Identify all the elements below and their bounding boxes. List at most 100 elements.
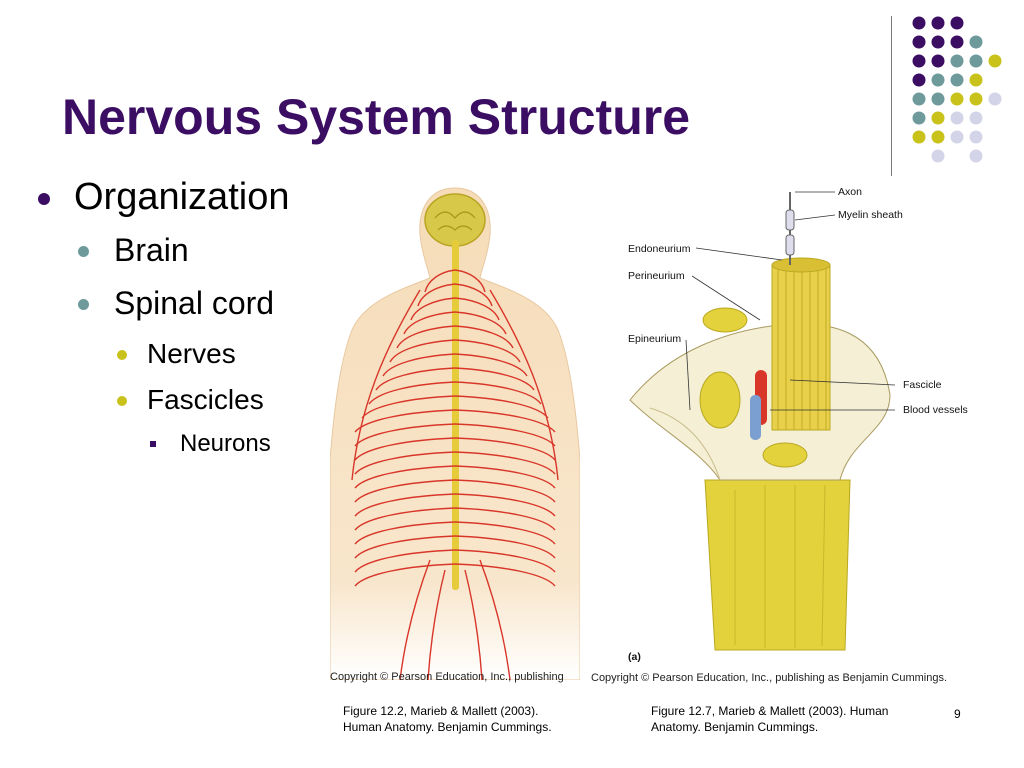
spinal-nerve: [454, 465, 556, 489]
decorative-dot: [950, 16, 964, 30]
spinal-nerve: [354, 465, 456, 489]
bullet-marker: [78, 246, 89, 257]
decorative-dot: [912, 54, 926, 68]
spinal-nerve: [454, 479, 556, 503]
bullet-list: Organization Brain Spinal cord Nerves Fa…: [0, 0, 330, 480]
bullet-fascicles: Fascicles: [117, 384, 264, 416]
bullet-marker: [117, 396, 127, 406]
bullet-text: Fascicles: [147, 384, 264, 415]
decorative-dot: [950, 54, 964, 68]
spinal-nerve: [354, 563, 456, 587]
decorative-dot: [912, 73, 926, 87]
right-figure-copyright: Copyright © Pearson Education, Inc., pub…: [591, 672, 948, 684]
decorative-dot: [969, 149, 983, 163]
caption-line: Figure 12.7, Marieb & Mallett (2003). Hu…: [651, 704, 889, 718]
spinal-nerve: [354, 507, 456, 531]
label-panel-a: (a): [628, 651, 641, 663]
label-axon: Axon: [838, 186, 862, 198]
spinal-nerve: [354, 521, 456, 545]
spinal-nerve: [454, 535, 556, 559]
decorative-dot: [912, 111, 926, 125]
spinal-nerve: [454, 367, 535, 391]
spinal-nerve: [354, 549, 456, 573]
spinal-nerve: [354, 493, 456, 517]
spinal-nerve: [454, 297, 500, 321]
bullet-text: Spinal cord: [114, 285, 275, 321]
caption-line: Figure 12.2, Marieb & Mallett (2003).: [343, 704, 539, 718]
decorative-dot: [969, 35, 983, 49]
decorative-dot: [912, 16, 926, 30]
spinal-nerve: [354, 451, 456, 475]
bullet-brain: Brain: [78, 232, 189, 269]
spinal-nerve: [454, 311, 507, 335]
label-myelin-sheath: Myelin sheath: [838, 209, 903, 221]
spinal-nerve: [454, 353, 528, 377]
decorative-dot: [969, 54, 983, 68]
nerve-structure-figure: Axon Myelin sheath Endoneurium Perineuri…: [628, 186, 968, 663]
bullet-text: Organization: [74, 176, 290, 218]
decorative-dot: [969, 92, 983, 106]
spinal-nerve: [454, 283, 493, 307]
bullet-marker: [38, 193, 50, 205]
spinal-nerve: [454, 339, 521, 363]
fascicle: [762, 442, 808, 468]
spinal-nerve: [454, 563, 556, 587]
brain-shape: [424, 193, 486, 247]
slide-title: Nervous System Structure: [62, 89, 691, 145]
bullet-organization: Organization: [38, 176, 290, 219]
decorative-dot-grid: [912, 16, 1002, 163]
spinal-nerve: [354, 479, 456, 503]
bullet-marker: [117, 350, 127, 360]
bullet-marker: [150, 441, 156, 447]
myelin-segment: [785, 234, 795, 256]
bullet-nerves: Nerves: [117, 338, 236, 370]
bullet-marker: [78, 299, 89, 310]
decorative-dot: [931, 111, 945, 125]
decorative-dot: [931, 92, 945, 106]
peripheral-nerve: [427, 569, 446, 680]
decorative-dot: [988, 54, 1002, 68]
decorative-dot: [988, 92, 1002, 106]
decorative-dot: [912, 92, 926, 106]
left-figure-caption: Figure 12.2, Marieb & Mallett (2003). Hu…: [343, 703, 552, 735]
bullet-text: Neurons: [180, 430, 271, 457]
spinal-nerve: [454, 507, 556, 531]
spinal-nerve: [375, 367, 456, 391]
decorative-dot: [950, 130, 964, 144]
label-blood-vessels: Blood vessels: [903, 404, 968, 416]
bullet-spinal-cord: Spinal cord: [78, 285, 275, 322]
myelin-segment: [785, 209, 795, 231]
caption-line: Anatomy. Benjamin Cummings.: [651, 720, 819, 734]
spinal-nerve: [403, 311, 456, 335]
bullet-neurons: Neurons: [150, 430, 271, 458]
spinal-nerve: [396, 325, 456, 349]
slide-number: 9: [954, 707, 961, 721]
decorative-dot: [931, 73, 945, 87]
spinal-nerve: [454, 437, 556, 461]
peripheral-nerve: [479, 559, 511, 680]
decorative-dot: [969, 111, 983, 125]
spinal-nerve: [361, 395, 456, 419]
fascicle: [699, 371, 741, 429]
bullet-text: Nerves: [147, 338, 236, 369]
left-figure-copyright: Copyright © Pearson Education, Inc., pub…: [330, 671, 564, 683]
bullet-text: Brain: [114, 232, 189, 268]
spinal-nerve: [368, 381, 456, 405]
decorative-dot: [931, 35, 945, 49]
spinal-nerve: [382, 353, 456, 377]
decorative-dot: [931, 54, 945, 68]
title-divider-line: [891, 16, 892, 176]
spinal-nerve: [389, 339, 456, 363]
label-perineurium: Perineurium: [628, 270, 685, 282]
spinal-nerve: [454, 395, 549, 419]
label-fascicle: Fascicle: [903, 379, 942, 391]
peripheral-nerve: [464, 569, 483, 680]
decorative-dot: [969, 73, 983, 87]
spinal-nerve: [454, 493, 556, 517]
decorative-dot: [931, 16, 945, 30]
spinal-nerve: [410, 297, 456, 321]
nerve-trunk: [704, 479, 851, 651]
spinal-nerve: [424, 269, 456, 293]
spinal-nerve: [354, 535, 456, 559]
caption-line: Human Anatomy. Benjamin Cummings.: [343, 720, 552, 734]
